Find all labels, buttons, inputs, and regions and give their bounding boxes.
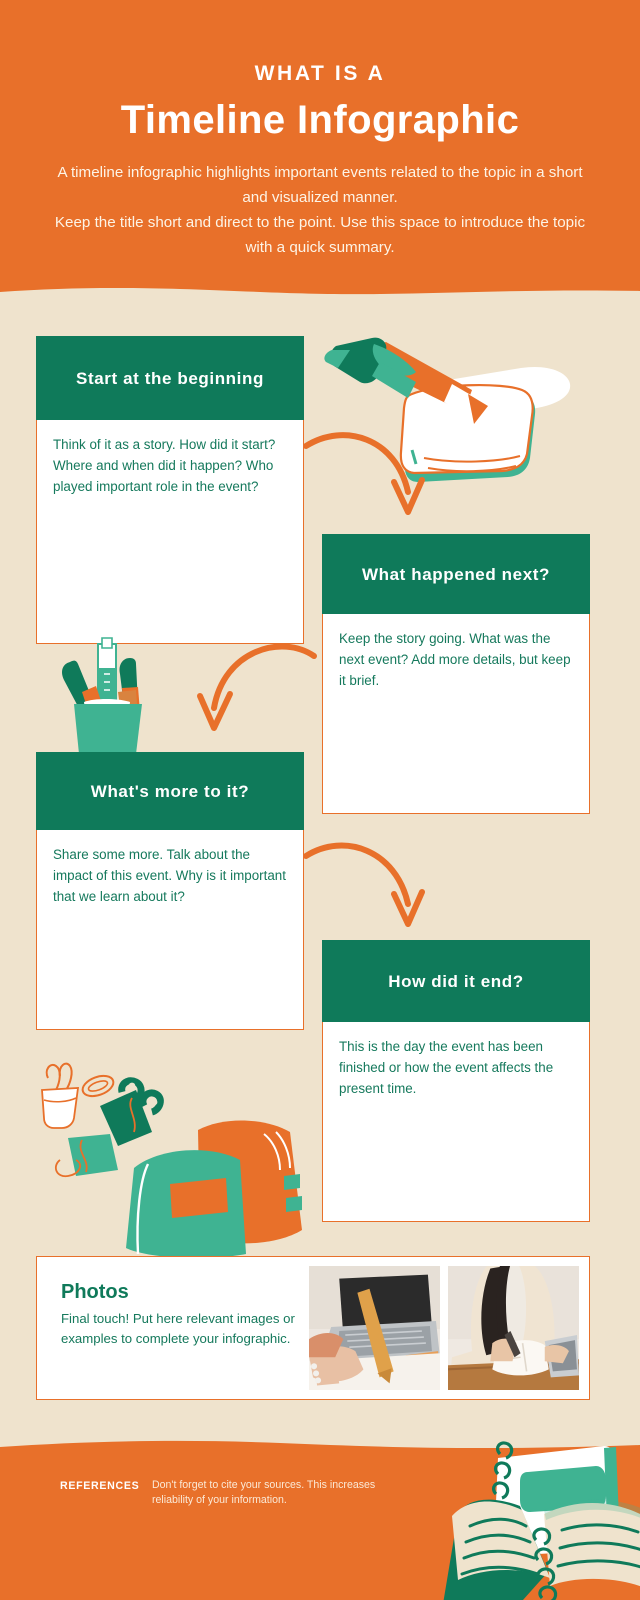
card-1-body: Think of it as a story. How did it start… xyxy=(36,420,304,644)
card-3-title: What's more to it? xyxy=(36,752,304,830)
curved-arrow-card1-to-card2-icon xyxy=(303,432,425,515)
photos-text-block: Photos Final touch! Put here relevant im… xyxy=(37,1257,309,1399)
timeline-card-3: What's more to it? Share some more. Talk… xyxy=(36,752,304,1030)
card-4-title: How did it end? xyxy=(322,940,590,1022)
hand-holding-pen-over-notebook-illustration xyxy=(324,337,571,482)
header-wave-divider xyxy=(0,288,640,302)
footer-wave-divider xyxy=(0,1438,640,1449)
card-2-body: Keep the story going. What was the next … xyxy=(322,614,590,814)
references-text: Don't forget to cite your sources. This … xyxy=(152,1479,376,1506)
card-4-body: This is the day the event has been finis… xyxy=(322,1022,590,1222)
card-2-title: What happened next? xyxy=(322,534,590,614)
references-label: REFERENCES xyxy=(60,1480,140,1492)
timeline-card-1: Start at the beginning Think of it as a … xyxy=(36,336,304,644)
pencil-cup-with-markers-illustration xyxy=(62,637,142,758)
footer-bar: REFERENCES Don't forget to cite your sou… xyxy=(0,1438,640,1600)
photos-description: Final touch! Put here relevant images or… xyxy=(61,1311,295,1346)
header-subcopy: A timeline infographic highlights import… xyxy=(54,164,586,256)
photo-thumbnail-2[interactable] xyxy=(448,1266,579,1390)
header-banner: WHAT IS A Timeline Infographic A timelin… xyxy=(0,0,640,302)
curved-arrow-card3-to-card4-icon xyxy=(303,842,425,927)
curved-arrow-card2-to-card3-icon xyxy=(197,643,317,731)
card-3-body: Share some more. Talk about the impact o… xyxy=(36,830,304,1030)
header-eyebrow: WHAT IS A xyxy=(254,62,386,85)
photo-thumbnail-1[interactable] xyxy=(309,1266,440,1390)
timeline-card-4: How did it end? This is the day the even… xyxy=(322,940,590,1222)
page-title: Timeline Infographic xyxy=(120,98,520,142)
card-1-title: Start at the beginning xyxy=(36,336,304,420)
photos-title: Photos xyxy=(61,1281,129,1303)
binder-clips-and-stacked-books-illustration xyxy=(41,1062,302,1258)
timeline-card-2: What happened next? Keep the story going… xyxy=(322,534,590,814)
photo-thumbnail-list xyxy=(309,1257,589,1399)
photos-panel: Photos Final touch! Put here relevant im… xyxy=(36,1256,590,1400)
